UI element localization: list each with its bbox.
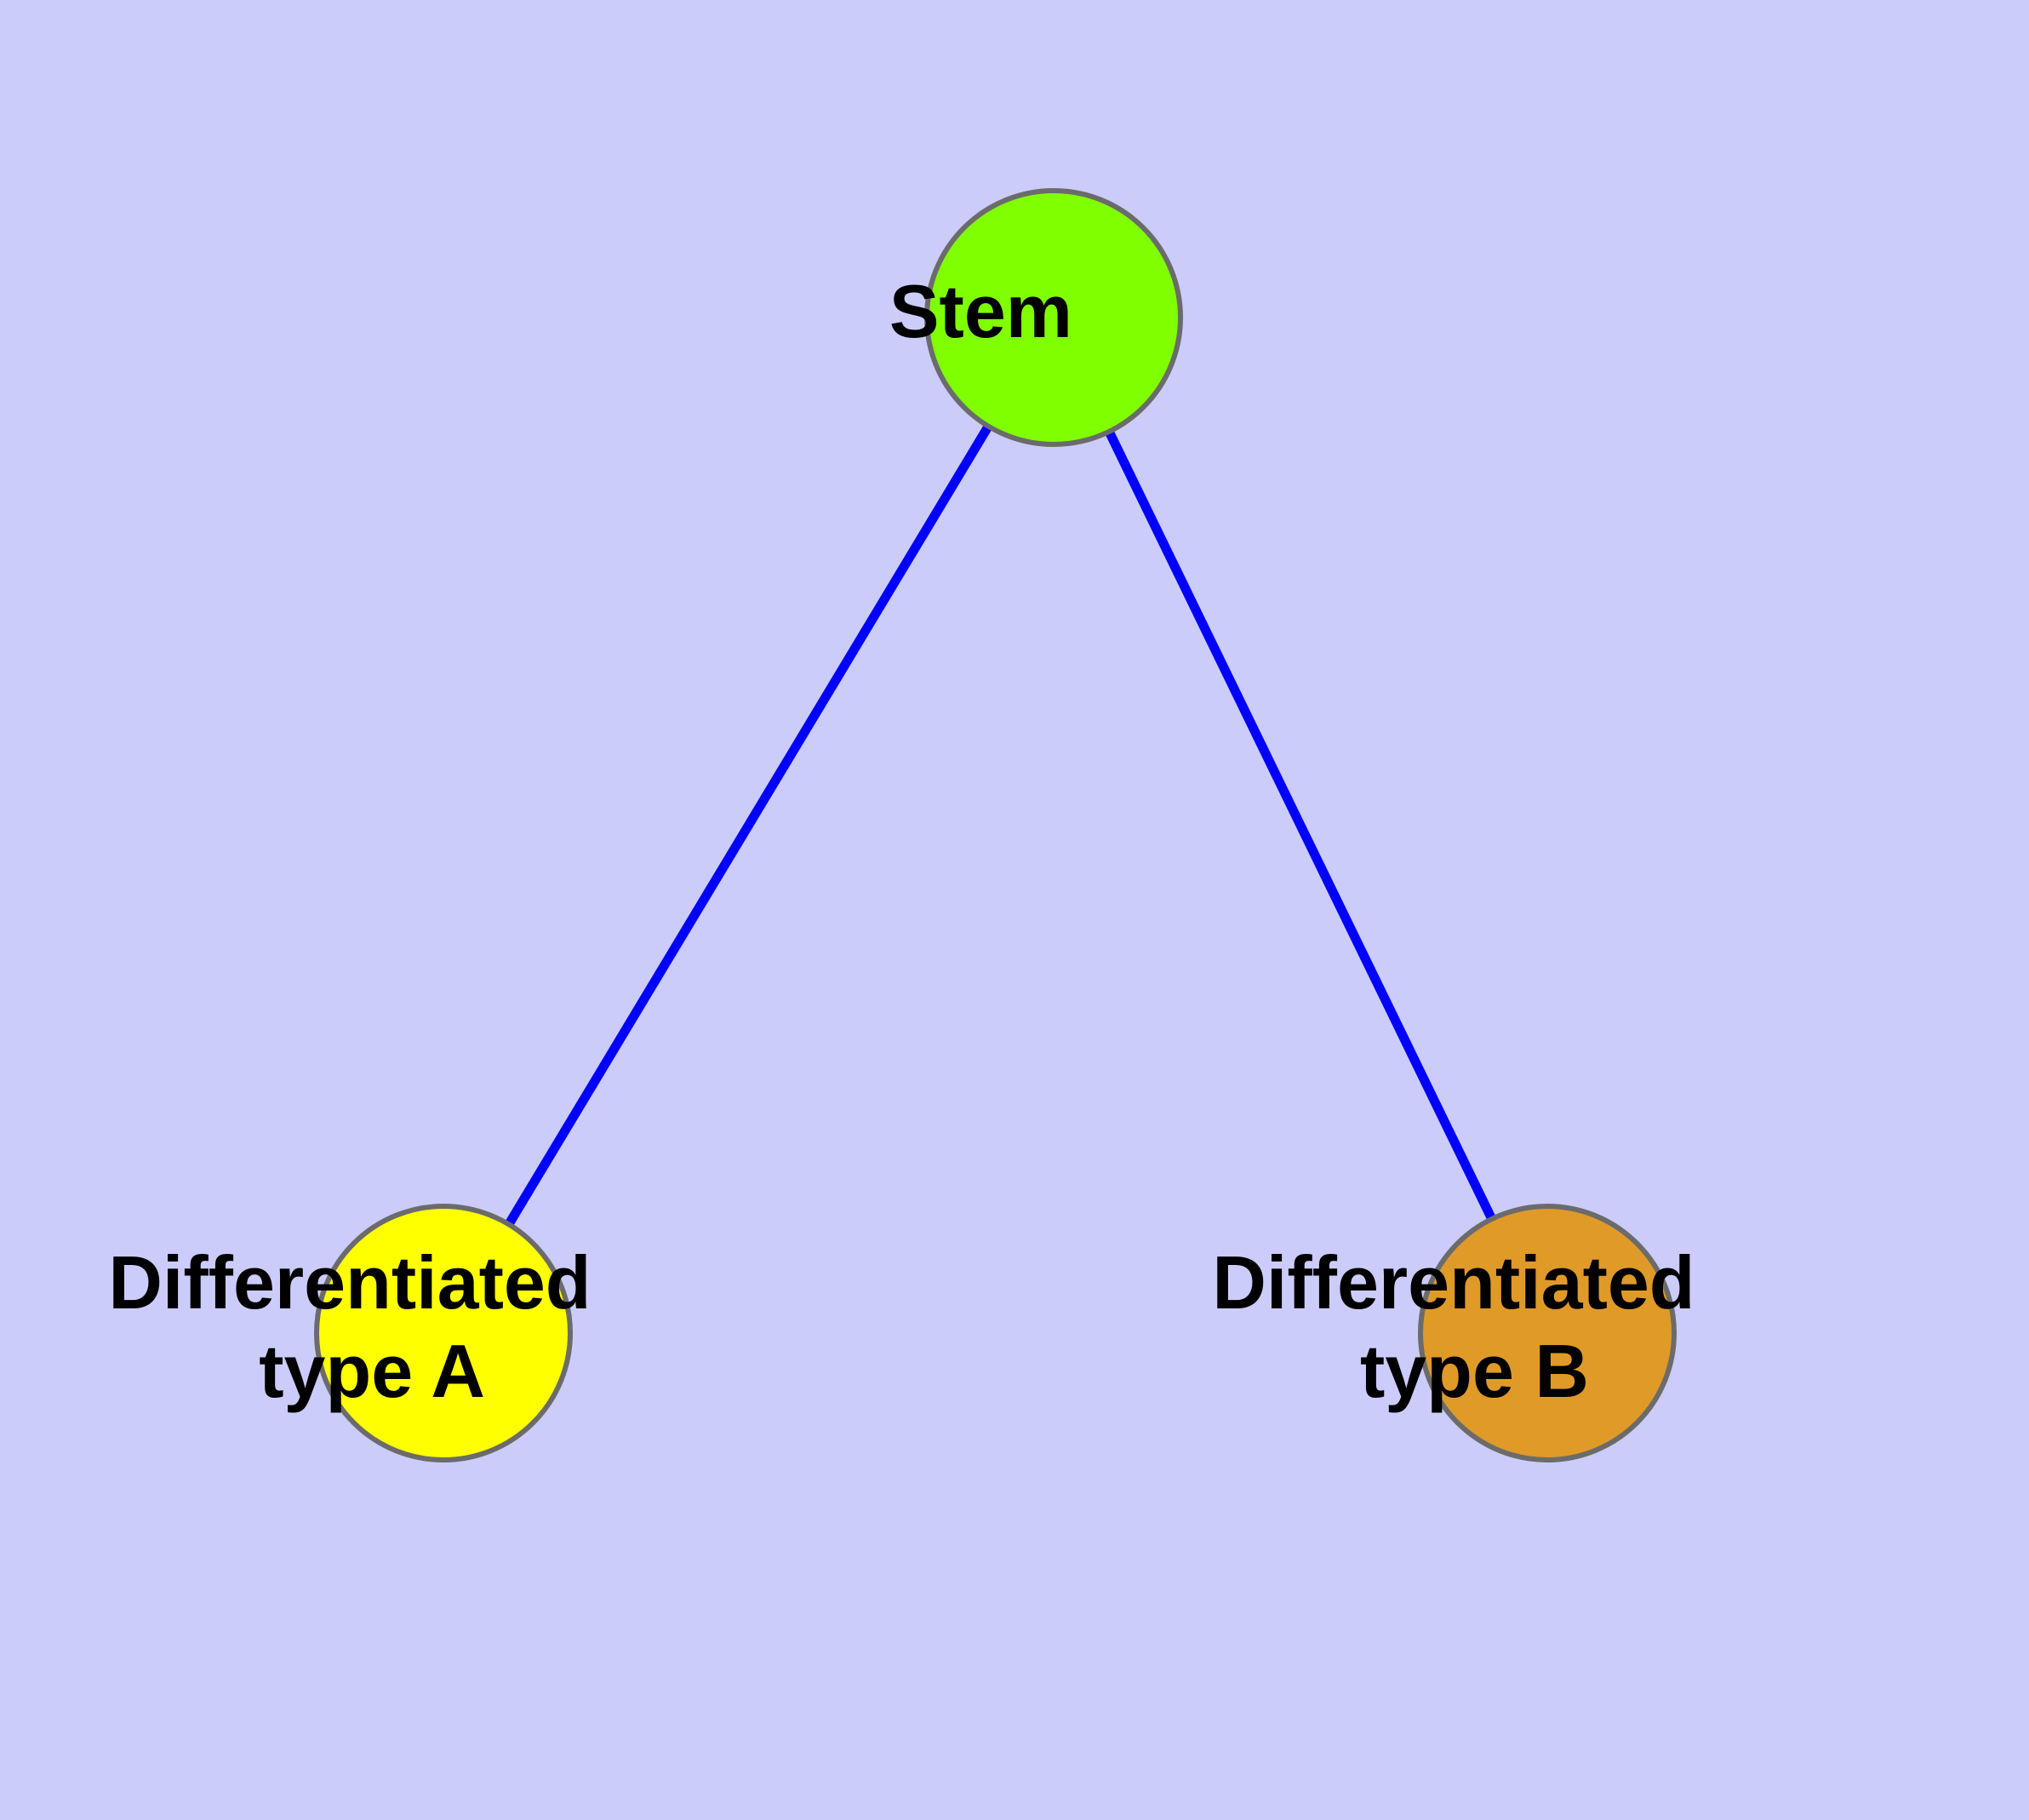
node-label-stem-line-1: Stem (889, 269, 1072, 353)
node-circle-differentiated-type-a[interactable] (314, 1204, 573, 1462)
node-circle-differentiated-type-b[interactable] (1418, 1204, 1677, 1462)
node-stem[interactable] (924, 188, 1183, 447)
node-label-differentiated-type-a: Differentiated type A (108, 1240, 778, 1413)
node-differentiated-type-a[interactable] (314, 1204, 573, 1462)
node-circle-stem[interactable] (924, 188, 1183, 447)
node-label-differentiated-type-b: Differentiated type B (1212, 1240, 1882, 1413)
edge-stem-to-differentiated-type-b (1049, 315, 1552, 1336)
node-label-stem: Stem (889, 269, 1218, 353)
edge-stem-to-differentiated-type-a (439, 315, 1058, 1336)
node-label-differentiated-type-b-line-2: type B (1360, 1329, 1589, 1413)
edges-layer (439, 315, 1552, 1336)
node-differentiated-type-b[interactable] (1418, 1204, 1677, 1462)
node-label-differentiated-type-a-line-1: Differentiated (108, 1240, 591, 1325)
nodes-layer (314, 188, 1677, 1462)
node-label-differentiated-type-a-line-2: type A (259, 1329, 483, 1413)
labels-layer: Stem Differentiated type A Differentiate… (108, 269, 1882, 1413)
node-label-differentiated-type-b-line-1: Differentiated (1212, 1240, 1695, 1325)
